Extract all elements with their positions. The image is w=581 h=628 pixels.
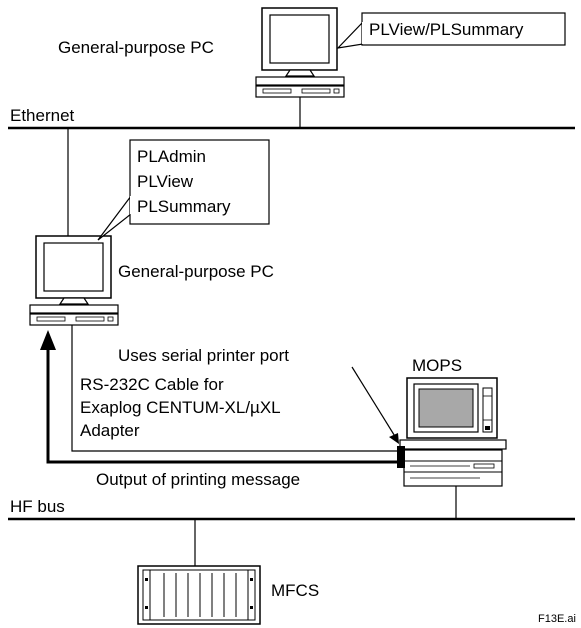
serial-port-pointer-head bbox=[389, 433, 399, 444]
figure-file-id: F13E.ai bbox=[538, 613, 576, 625]
top-pc-label: General-purpose PC bbox=[58, 38, 214, 57]
serial-port-label: Uses serial printer port bbox=[118, 346, 289, 365]
top-pc-software-callout: PLView/PLSummary bbox=[336, 12, 566, 49]
mfcs-label: MFCS bbox=[271, 581, 319, 600]
ethernet-label: Ethernet bbox=[10, 106, 75, 125]
left-callout-line-1: PLAdmin bbox=[137, 147, 206, 166]
left-pc-software-callout: PLAdmin PLView PLSummary bbox=[97, 139, 270, 241]
hf-bus-label: HF bus bbox=[10, 497, 65, 516]
cable-label-3: Adapter bbox=[80, 421, 140, 440]
top-callout-line: PLView/PLSummary bbox=[369, 20, 524, 39]
left-callout-line-3: PLSummary bbox=[137, 197, 231, 216]
cable-label-2: Exaplog CENTUM-XL/µXL bbox=[80, 398, 281, 417]
left-pc bbox=[29, 235, 119, 326]
cable-label-1: RS-232C Cable for bbox=[80, 375, 224, 394]
output-message-label: Output of printing message bbox=[96, 470, 300, 489]
top-pc bbox=[255, 7, 345, 98]
serial-port-pointer bbox=[351, 366, 397, 439]
left-pc-label: General-purpose PC bbox=[118, 262, 274, 281]
print-output-arrow bbox=[46, 348, 398, 464]
rs232c-cable bbox=[71, 325, 398, 452]
mfcs-cabinet bbox=[137, 565, 261, 625]
mops-console bbox=[397, 377, 507, 487]
left-callout-line-2: PLView bbox=[137, 172, 194, 191]
print-output-arrowhead bbox=[40, 330, 56, 350]
mops-label: MOPS bbox=[412, 356, 462, 375]
